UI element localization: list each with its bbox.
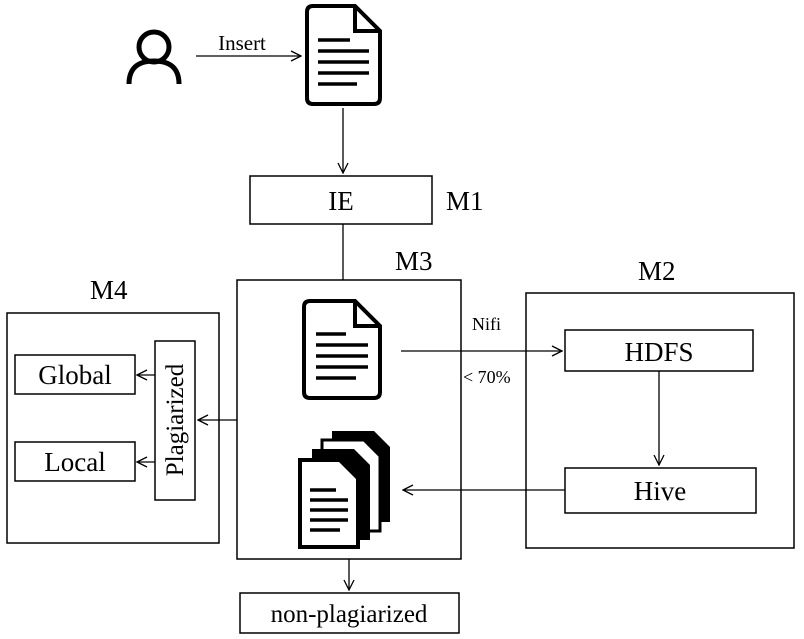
hive-box (564, 467, 757, 514)
global-box (14, 354, 136, 395)
m2-label: M2 (638, 256, 676, 286)
local-box (14, 441, 136, 482)
nifi-label: Nifi (472, 314, 501, 334)
non-plagiarized-label: non-plagiarized (271, 601, 428, 628)
m3-label: M3 (395, 246, 433, 276)
document-icon (305, 4, 382, 106)
hdfs-label: HDFS (624, 337, 693, 367)
document-stack-icon (298, 431, 390, 549)
local-label: Local (44, 447, 105, 477)
m3-document-icon (302, 299, 382, 400)
user-icon (126, 29, 182, 85)
plagiarized-label: Plagiarized (162, 363, 189, 476)
m4-label: M4 (90, 275, 128, 305)
ie-box (249, 175, 433, 225)
insert-label: Insert (218, 31, 266, 55)
m1-label: M1 (446, 186, 484, 216)
threshold-label: < 70% (463, 367, 511, 387)
non-plagiarized-box (239, 592, 460, 634)
hive-label: Hive (634, 476, 687, 506)
plagiarized-box (154, 340, 196, 501)
ie-label: IE (328, 186, 353, 216)
global-label: Global (38, 360, 112, 390)
hdfs-box (564, 329, 754, 372)
